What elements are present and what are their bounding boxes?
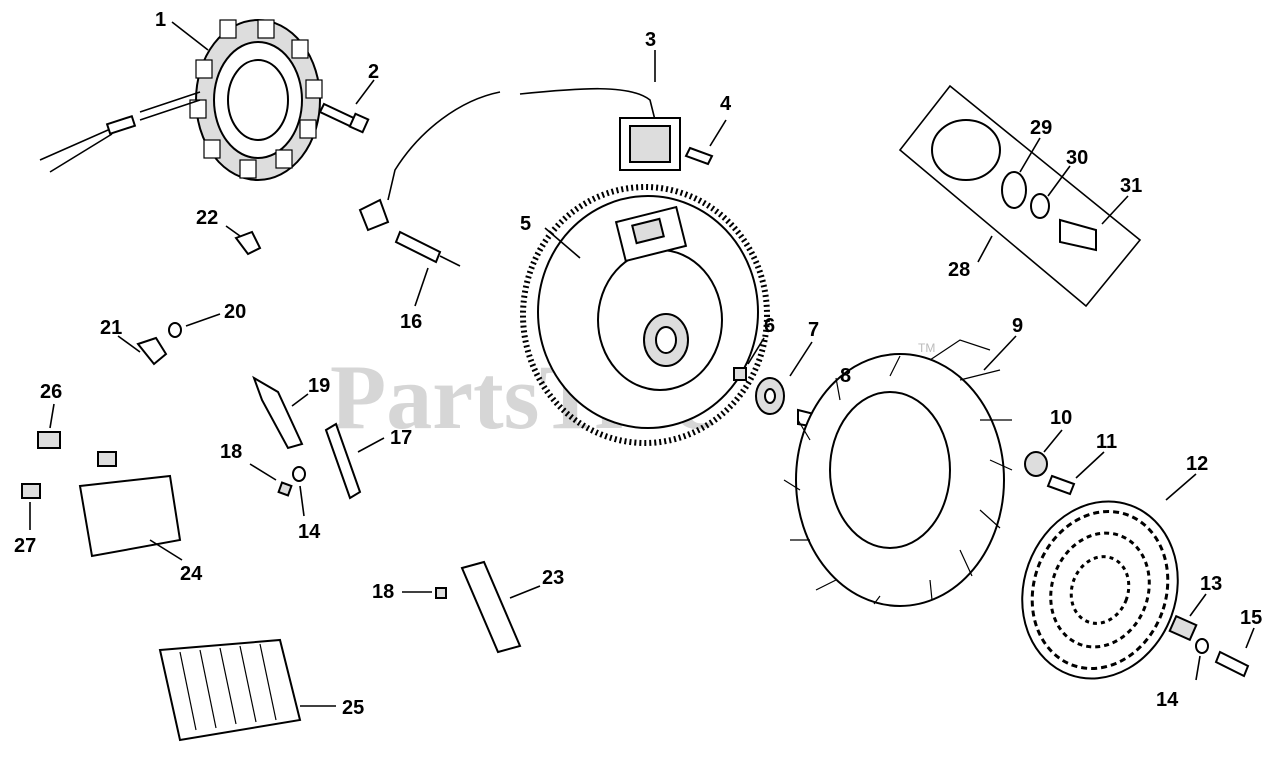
part-number-24: 24 <box>180 563 203 585</box>
part-bracket-19[interactable] <box>252 375 304 450</box>
part-number-14-left: 14 <box>298 521 321 543</box>
part-bolt-11[interactable] <box>1046 474 1076 496</box>
part-number-28: 28 <box>948 259 970 281</box>
part-spark-plug[interactable] <box>394 230 461 267</box>
part-bolt-15[interactable] <box>1214 650 1250 678</box>
part-number-16: 16 <box>400 311 422 333</box>
part-number-13: 13 <box>1200 573 1222 595</box>
part-number-7: 7 <box>808 319 819 341</box>
part-number-29: 29 <box>1030 117 1052 139</box>
part-spacer-13[interactable] <box>1168 614 1198 642</box>
part-number-19: 19 <box>308 375 330 397</box>
part-number-26: 26 <box>40 381 62 403</box>
part-screw[interactable] <box>318 102 370 134</box>
part-number-11: 11 <box>1096 431 1117 453</box>
part-heat-sink[interactable] <box>158 638 302 742</box>
part-number-22: 22 <box>196 207 218 229</box>
part-number-27: 27 <box>14 535 36 557</box>
part-washer-20[interactable] <box>168 322 182 338</box>
part-number-5: 5 <box>520 213 531 235</box>
part-clip-22[interactable] <box>234 230 262 256</box>
part-nut-6[interactable] <box>733 367 747 381</box>
part-bracket-17[interactable] <box>324 422 362 500</box>
part-number-30: 30 <box>1066 147 1088 169</box>
part-number-21: 21 <box>100 317 122 339</box>
part-number-25: 25 <box>342 697 364 719</box>
part-number-12: 12 <box>1186 453 1208 475</box>
part-number-20: 20 <box>224 301 246 323</box>
part-number-18-upper: 18 <box>220 441 242 463</box>
part-clip-21[interactable] <box>136 336 168 366</box>
part-number-3: 3 <box>645 29 656 51</box>
part-flywheel[interactable] <box>520 184 770 446</box>
part-number-10: 10 <box>1050 407 1072 429</box>
part-key-switch-group[interactable] <box>898 84 1142 308</box>
part-number-1: 1 <box>155 9 166 31</box>
part-rectifier[interactable] <box>78 451 182 558</box>
part-washer-10[interactable] <box>1024 451 1048 477</box>
part-screen[interactable] <box>998 479 1202 700</box>
part-washer-14-right[interactable] <box>1195 638 1209 654</box>
part-fan[interactable] <box>783 339 1013 607</box>
part-number-8: 8 <box>840 365 851 387</box>
part-number-2: 2 <box>368 61 379 83</box>
watermark-tm: TM <box>918 341 935 355</box>
part-screw-18-lower[interactable] <box>435 587 447 599</box>
part-screw-18-upper[interactable] <box>277 481 293 497</box>
part-connector-27[interactable] <box>21 483 41 499</box>
part-number-9: 9 <box>1012 315 1023 337</box>
part-number-14-right: 14 <box>1156 689 1179 711</box>
part-ignition-module[interactable] <box>358 87 681 232</box>
part-stator[interactable] <box>39 19 323 181</box>
part-connector-26[interactable] <box>37 431 61 449</box>
part-washer-14-left[interactable] <box>292 466 306 482</box>
part-number-17: 17 <box>390 427 412 449</box>
part-bracket-23[interactable] <box>460 560 522 654</box>
part-number-6: 6 <box>764 315 775 337</box>
part-number-18-lower: 18 <box>372 581 394 603</box>
part-number-31: 31 <box>1120 175 1142 197</box>
part-washer-7[interactable] <box>755 377 785 415</box>
part-screw-4[interactable] <box>684 146 714 166</box>
part-number-23: 23 <box>542 567 564 589</box>
part-number-15: 15 <box>1240 607 1262 629</box>
part-number-4: 4 <box>720 93 732 115</box>
